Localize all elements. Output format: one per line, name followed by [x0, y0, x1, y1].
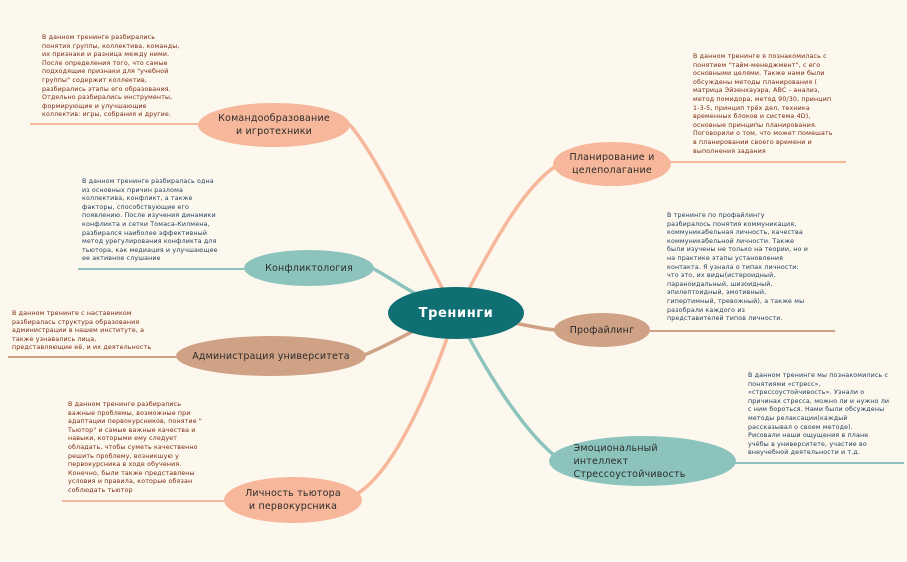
branch-label-profiling: Профайлинг	[569, 324, 635, 336]
branch-label-emotional: Эмоциональный интеллект Стрессоустойчиво…	[573, 442, 686, 480]
branch-node-conflict[interactable]: Конфликтология	[244, 250, 374, 286]
note-planning: В данном тренинге я познакомилась с поня…	[693, 53, 833, 155]
underline-emotional	[734, 462, 904, 464]
note-emotional: В данном тренинге мы познакомились с пон…	[748, 372, 890, 457]
branch-node-admin[interactable]: Администрация университета	[176, 336, 366, 376]
branch-node-emotional[interactable]: Эмоциональный интеллект Стрессоустойчиво…	[549, 436, 736, 486]
branch-label-tutor: Личность тьютора и первокурсника	[245, 488, 341, 512]
branch-label-admin: Администрация университета	[192, 350, 350, 362]
center-node[interactable]: Тренинги	[388, 287, 524, 339]
note-admin: В данном тренинге с наставником разбирал…	[12, 310, 152, 352]
note-tutor: В данном тренинге разбирались важные про…	[68, 401, 202, 494]
note-team: В данном тренинге разбирались понятия гр…	[42, 34, 180, 119]
branch-label-conflict: Конфликтология	[265, 262, 353, 274]
connector-tutor	[353, 311, 458, 497]
branch-label-planning: Планирование и целеполагание	[569, 152, 655, 176]
underline-admin	[8, 356, 178, 358]
note-profiling: В тренинге по профайлингу разбиралось по…	[667, 212, 809, 323]
underline-team	[30, 123, 202, 125]
note-conflict: В данном тренинге разбиралась одна из ос…	[82, 178, 218, 263]
underline-conflict	[78, 268, 248, 270]
underline-tutor	[62, 500, 228, 502]
branch-label-team: Командообразование и игротехники	[218, 113, 330, 137]
center-node-label: Тренинги	[418, 305, 494, 321]
branch-node-tutor[interactable]: Личность тьютора и первокурсника	[224, 477, 362, 523]
branch-node-planning[interactable]: Планирование и целеполагание	[553, 142, 671, 186]
branch-node-team[interactable]: Командообразование и игротехники	[198, 103, 350, 147]
branch-node-profiling[interactable]: Профайлинг	[554, 313, 650, 347]
underline-planning	[668, 161, 846, 163]
underline-profiling	[650, 330, 835, 332]
